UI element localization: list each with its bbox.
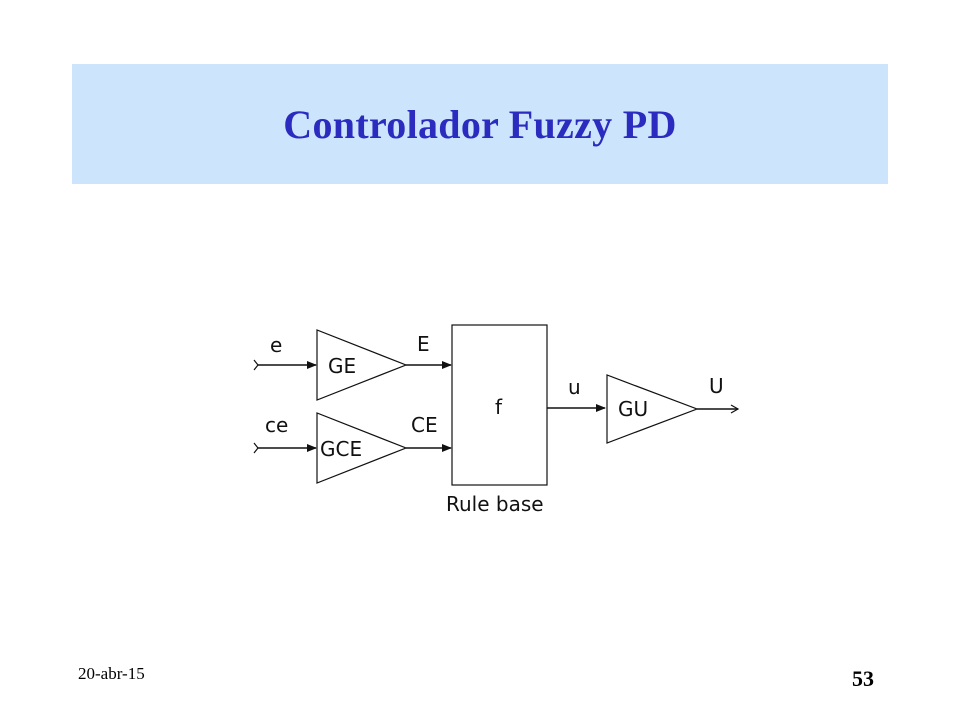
input-e-label: e [270,333,282,357]
input-e-line [253,359,317,371]
signal-ce-label: CE [411,413,438,437]
rule-base-block [451,324,548,486]
slide-title: Controlador Fuzzy PD [283,101,677,147]
input-ce-label: ce [265,413,288,437]
slide-date: 20-abr-15 [78,664,145,683]
gain-ge-block [316,329,408,401]
slide-page-number: 53 [852,666,874,691]
rule-base-caption: Rule base [446,492,544,516]
gain-gu-label: GU [618,397,648,421]
gain-gce-block [316,412,408,484]
gain-gu-block [606,374,699,444]
signal-e-label: E [417,332,430,356]
output-u-label: U [709,374,724,398]
signal-u-label: u [568,375,581,399]
gain-ge-label: GE [328,354,356,378]
input-ce-line [253,442,317,454]
gain-gce-label: GCE [320,437,362,461]
rule-function-label: f [495,395,503,419]
title-banner: Controlador Fuzzy PD [72,64,888,184]
